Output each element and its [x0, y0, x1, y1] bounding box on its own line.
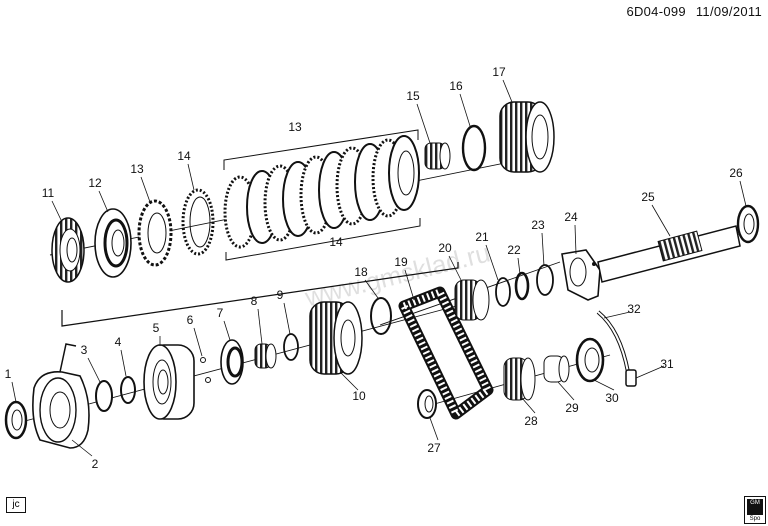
part-10-sprocket: [309, 301, 363, 375]
part-7-bearing: [220, 339, 244, 385]
callout-16: 16: [449, 79, 463, 93]
part-1-bearing: [4, 400, 28, 440]
callout-28: 28: [524, 414, 538, 428]
clutch-bracket-bottom: [225, 218, 421, 261]
callout-29: 29: [565, 401, 579, 415]
part-29-bushing: [543, 355, 570, 383]
part-13-plate: [137, 199, 173, 267]
part-15-bearing: [424, 142, 451, 170]
callout-25: 25: [641, 190, 655, 204]
part-8-bearing: [254, 343, 277, 369]
part-26-bearing: [736, 204, 760, 244]
part-2-housing: [32, 343, 90, 449]
part-9-ring: [283, 333, 299, 361]
callout-10: 10: [352, 389, 366, 403]
callout-20: 20: [438, 241, 452, 255]
callout-17: 17: [492, 65, 506, 79]
callout-27: 27: [427, 441, 441, 455]
diagram-code: 6D04-099: [626, 4, 686, 19]
callout-13: 13: [130, 162, 144, 176]
diagram-date: 11/09/2011: [695, 4, 762, 19]
part-25-shaft: [597, 225, 741, 283]
callout-18: 18: [354, 265, 368, 279]
part-28-gear: [503, 357, 536, 401]
logo-bottom: Spo: [749, 516, 761, 522]
part-27-bearing: [417, 389, 437, 419]
callout-26: 26: [729, 166, 743, 180]
callout-24: 24: [564, 210, 578, 224]
clutch-bracket-top: [223, 129, 419, 170]
part-14-plate: [181, 188, 215, 256]
part-6-balls: [200, 357, 211, 383]
part-31-fitting: [625, 369, 637, 387]
part-22-ring: [514, 271, 530, 301]
callout-11: 11: [42, 186, 55, 200]
callout-5: 5: [153, 321, 160, 335]
callout-30: 30: [605, 391, 619, 405]
part-32-tube: [596, 310, 630, 373]
part-5-drum: [143, 344, 195, 420]
part-19-chain: [398, 286, 494, 420]
part-3-ring: [95, 380, 113, 412]
part-4-ring: [120, 376, 136, 404]
part-16-washer: [461, 124, 487, 172]
diagram-header: 6D04-099 11/09/2011: [620, 4, 762, 19]
part-17-sprocket: [499, 101, 555, 173]
callout-9: 9: [277, 288, 284, 302]
callout-14: 14: [329, 235, 343, 249]
callout-4: 4: [115, 335, 122, 349]
logo-top: GM: [747, 499, 763, 515]
callout-14: 14: [177, 149, 191, 163]
callout-2: 2: [92, 457, 99, 471]
part-20-gear: [454, 279, 490, 321]
callout-19: 19: [394, 255, 408, 269]
part-24-pump: [561, 249, 601, 301]
part-11-plate: [51, 217, 85, 283]
callout-15: 15: [406, 89, 420, 103]
part-30-bearing: [575, 337, 605, 383]
publisher-logo: GM Spo: [744, 496, 766, 524]
callout-31: 31: [660, 357, 674, 371]
part-21-ring: [495, 277, 511, 307]
callout-22: 22: [507, 243, 521, 257]
leader-lines: [11, 79, 747, 457]
callout-6: 6: [187, 313, 194, 327]
callout-13: 13: [288, 120, 302, 134]
callout-12: 12: [88, 176, 102, 190]
corner-label: jc: [6, 497, 26, 513]
callout-23: 23: [531, 218, 545, 232]
callout-1: 1: [5, 367, 12, 381]
group-bracket: [61, 262, 459, 327]
callout-3: 3: [81, 343, 88, 357]
part-12-piston: [94, 208, 132, 278]
part-23-ring: [536, 264, 554, 296]
callout-32: 32: [627, 302, 641, 316]
part-18-washer: [370, 297, 392, 335]
callout-7: 7: [217, 306, 224, 320]
part-13-clutch-pack: [223, 135, 420, 249]
callout-8: 8: [251, 294, 258, 308]
callout-21: 21: [475, 230, 489, 244]
